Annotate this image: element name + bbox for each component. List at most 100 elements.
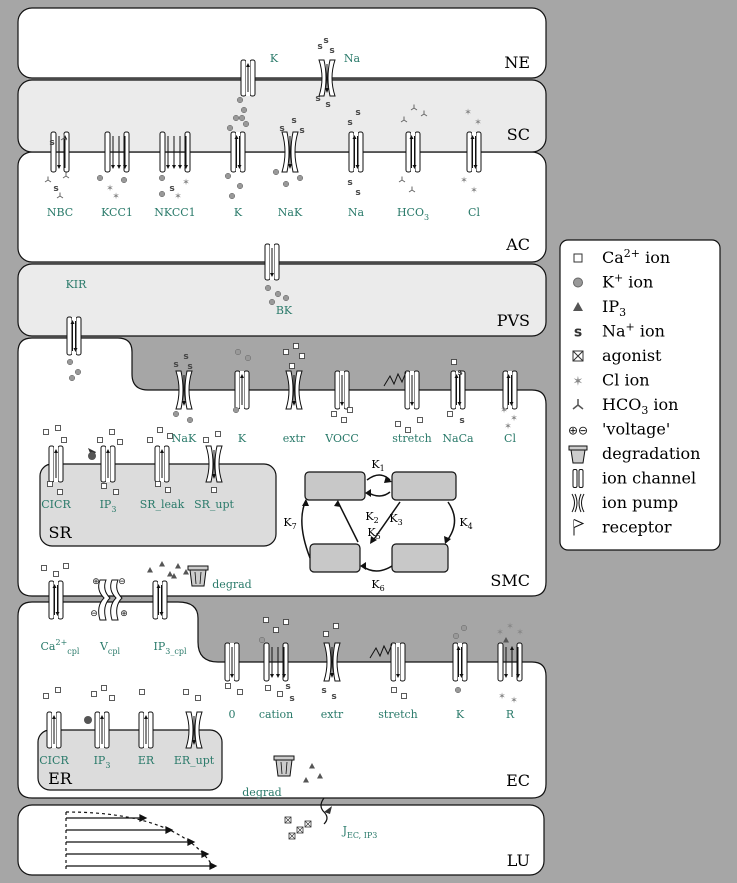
ion-ci xyxy=(226,124,234,132)
ion-tr xyxy=(175,563,181,569)
smc-stretch-label: stretch xyxy=(392,432,432,445)
sr-ca-ion xyxy=(57,489,63,495)
ion-sq xyxy=(447,411,453,417)
smc-vocc-channel xyxy=(334,370,350,410)
ion-s: s xyxy=(289,694,294,704)
er-uptake-pump xyxy=(185,711,203,749)
ion-ci xyxy=(454,686,462,694)
sr-ca-ion xyxy=(147,437,153,443)
sr-ca-ion xyxy=(203,437,209,443)
ac-k-label: K xyxy=(234,206,243,219)
ion-s: s xyxy=(299,126,304,136)
sr-ca-ion xyxy=(167,433,173,439)
ac-nak-label: NaK xyxy=(278,206,303,219)
svg-text:⊕: ⊕ xyxy=(92,577,100,587)
legend-label-0: Ca2+ ion xyxy=(602,247,670,267)
ion-st: ✶ xyxy=(464,108,472,118)
pvs-k-ion xyxy=(268,298,276,306)
legend-label-7: 'voltage' xyxy=(602,420,670,439)
ion-sq xyxy=(323,631,329,637)
ac-nbc-label: NBC xyxy=(47,206,73,219)
ac-nkcc1-label: NKCC1 xyxy=(154,206,195,219)
pvs-k-ion xyxy=(264,284,272,292)
smc-naca-label: NaCa xyxy=(442,432,474,445)
ion-to xyxy=(398,176,406,183)
legend-label-8: degradation xyxy=(602,444,700,463)
ac-nak-pump xyxy=(281,131,299,173)
ion-sq xyxy=(417,417,423,423)
pvs-kir-channel xyxy=(66,316,82,356)
ec-degradation-icon xyxy=(273,755,295,777)
state-amp xyxy=(391,543,449,573)
ec-cation-channel xyxy=(263,642,289,682)
legend-label-5: Cl ion xyxy=(602,371,650,390)
ion-ci xyxy=(244,354,252,362)
compartment-label-ne: NE xyxy=(504,53,530,72)
sr-ca-ion xyxy=(113,489,119,495)
ion-ci xyxy=(272,168,280,176)
smc-naca-channel xyxy=(450,370,466,410)
compartment-label-ec: EC xyxy=(506,771,530,790)
ion-sq xyxy=(283,349,289,355)
er-leak-channel xyxy=(138,711,154,749)
er-cicr-label: CICR xyxy=(39,754,69,767)
sr-ca-ion xyxy=(97,437,103,443)
ion-sq xyxy=(299,353,305,359)
legend-icon-circle xyxy=(573,277,583,288)
er-ip3-label: IP3 xyxy=(94,754,111,770)
ion-ci xyxy=(186,416,194,424)
coupling-ip3-label: IP3_cpl xyxy=(154,640,187,656)
smc-vocc-label: VOCC xyxy=(324,432,359,445)
ion-sq xyxy=(347,407,353,413)
channel-layer: ⊕⊖⊖⊕s✶⊕⊖ xyxy=(46,59,588,825)
ion-ci xyxy=(158,190,166,198)
agonist-ion xyxy=(304,820,312,828)
ne-k-ion xyxy=(236,96,244,104)
legend-icon-tri-open xyxy=(572,399,584,410)
pvs-kir-ion xyxy=(66,358,74,366)
ion-ci xyxy=(236,182,244,190)
smc-extr-label: extr xyxy=(283,432,306,445)
ion-sq xyxy=(41,565,47,571)
ion-ci xyxy=(282,180,290,188)
smc-extr-pump xyxy=(285,370,303,410)
smc-degrad-label: degrad xyxy=(212,578,251,591)
legend-icon-flag xyxy=(573,519,585,536)
state-a-m xyxy=(304,471,366,501)
sr-ca-ion xyxy=(211,487,217,493)
smc-nak-pump xyxy=(175,370,193,410)
legend-label-2: IP3 xyxy=(602,297,626,319)
state-am xyxy=(309,543,361,573)
ion-st: ✶ xyxy=(470,186,478,196)
compartment-label-smc: SMC xyxy=(490,571,530,590)
legend-icon-pump xyxy=(571,493,585,513)
sr-ip3-channel xyxy=(100,445,116,483)
ion-tr xyxy=(147,567,153,573)
rate-k4: K4 xyxy=(459,516,472,531)
ion-sq xyxy=(263,617,269,623)
ion-s: s xyxy=(355,108,360,118)
smc-degradation-icon xyxy=(187,565,209,587)
legend-icon-pm: ⊕⊖ xyxy=(568,424,588,438)
ion-ci xyxy=(172,410,180,418)
ion-s: s xyxy=(457,368,462,378)
er-ca-ion xyxy=(55,687,61,693)
legend-icon-star: ✶ xyxy=(573,375,584,390)
ion-sq xyxy=(451,359,457,365)
agonist-ion xyxy=(284,816,292,824)
ec-k-label: K xyxy=(456,708,465,721)
pvs-k-ion xyxy=(282,294,290,302)
ion-st: ✶ xyxy=(506,622,514,632)
coupling-ip3-channel xyxy=(152,580,168,620)
lu-compartment xyxy=(17,804,545,876)
ac-na-channel xyxy=(348,131,364,173)
legend-icon-square xyxy=(573,253,583,263)
legend-icon-s: s xyxy=(574,325,582,341)
pvs-bk-label: BK xyxy=(276,304,293,317)
ion-to xyxy=(56,192,64,199)
legend-label-11: receptor xyxy=(602,518,672,537)
compartment-label-ac: AC xyxy=(505,235,530,254)
ne-na-ion: s xyxy=(315,94,320,104)
ion-st: ✶ xyxy=(460,176,468,186)
legend-icon-bars xyxy=(572,469,584,488)
